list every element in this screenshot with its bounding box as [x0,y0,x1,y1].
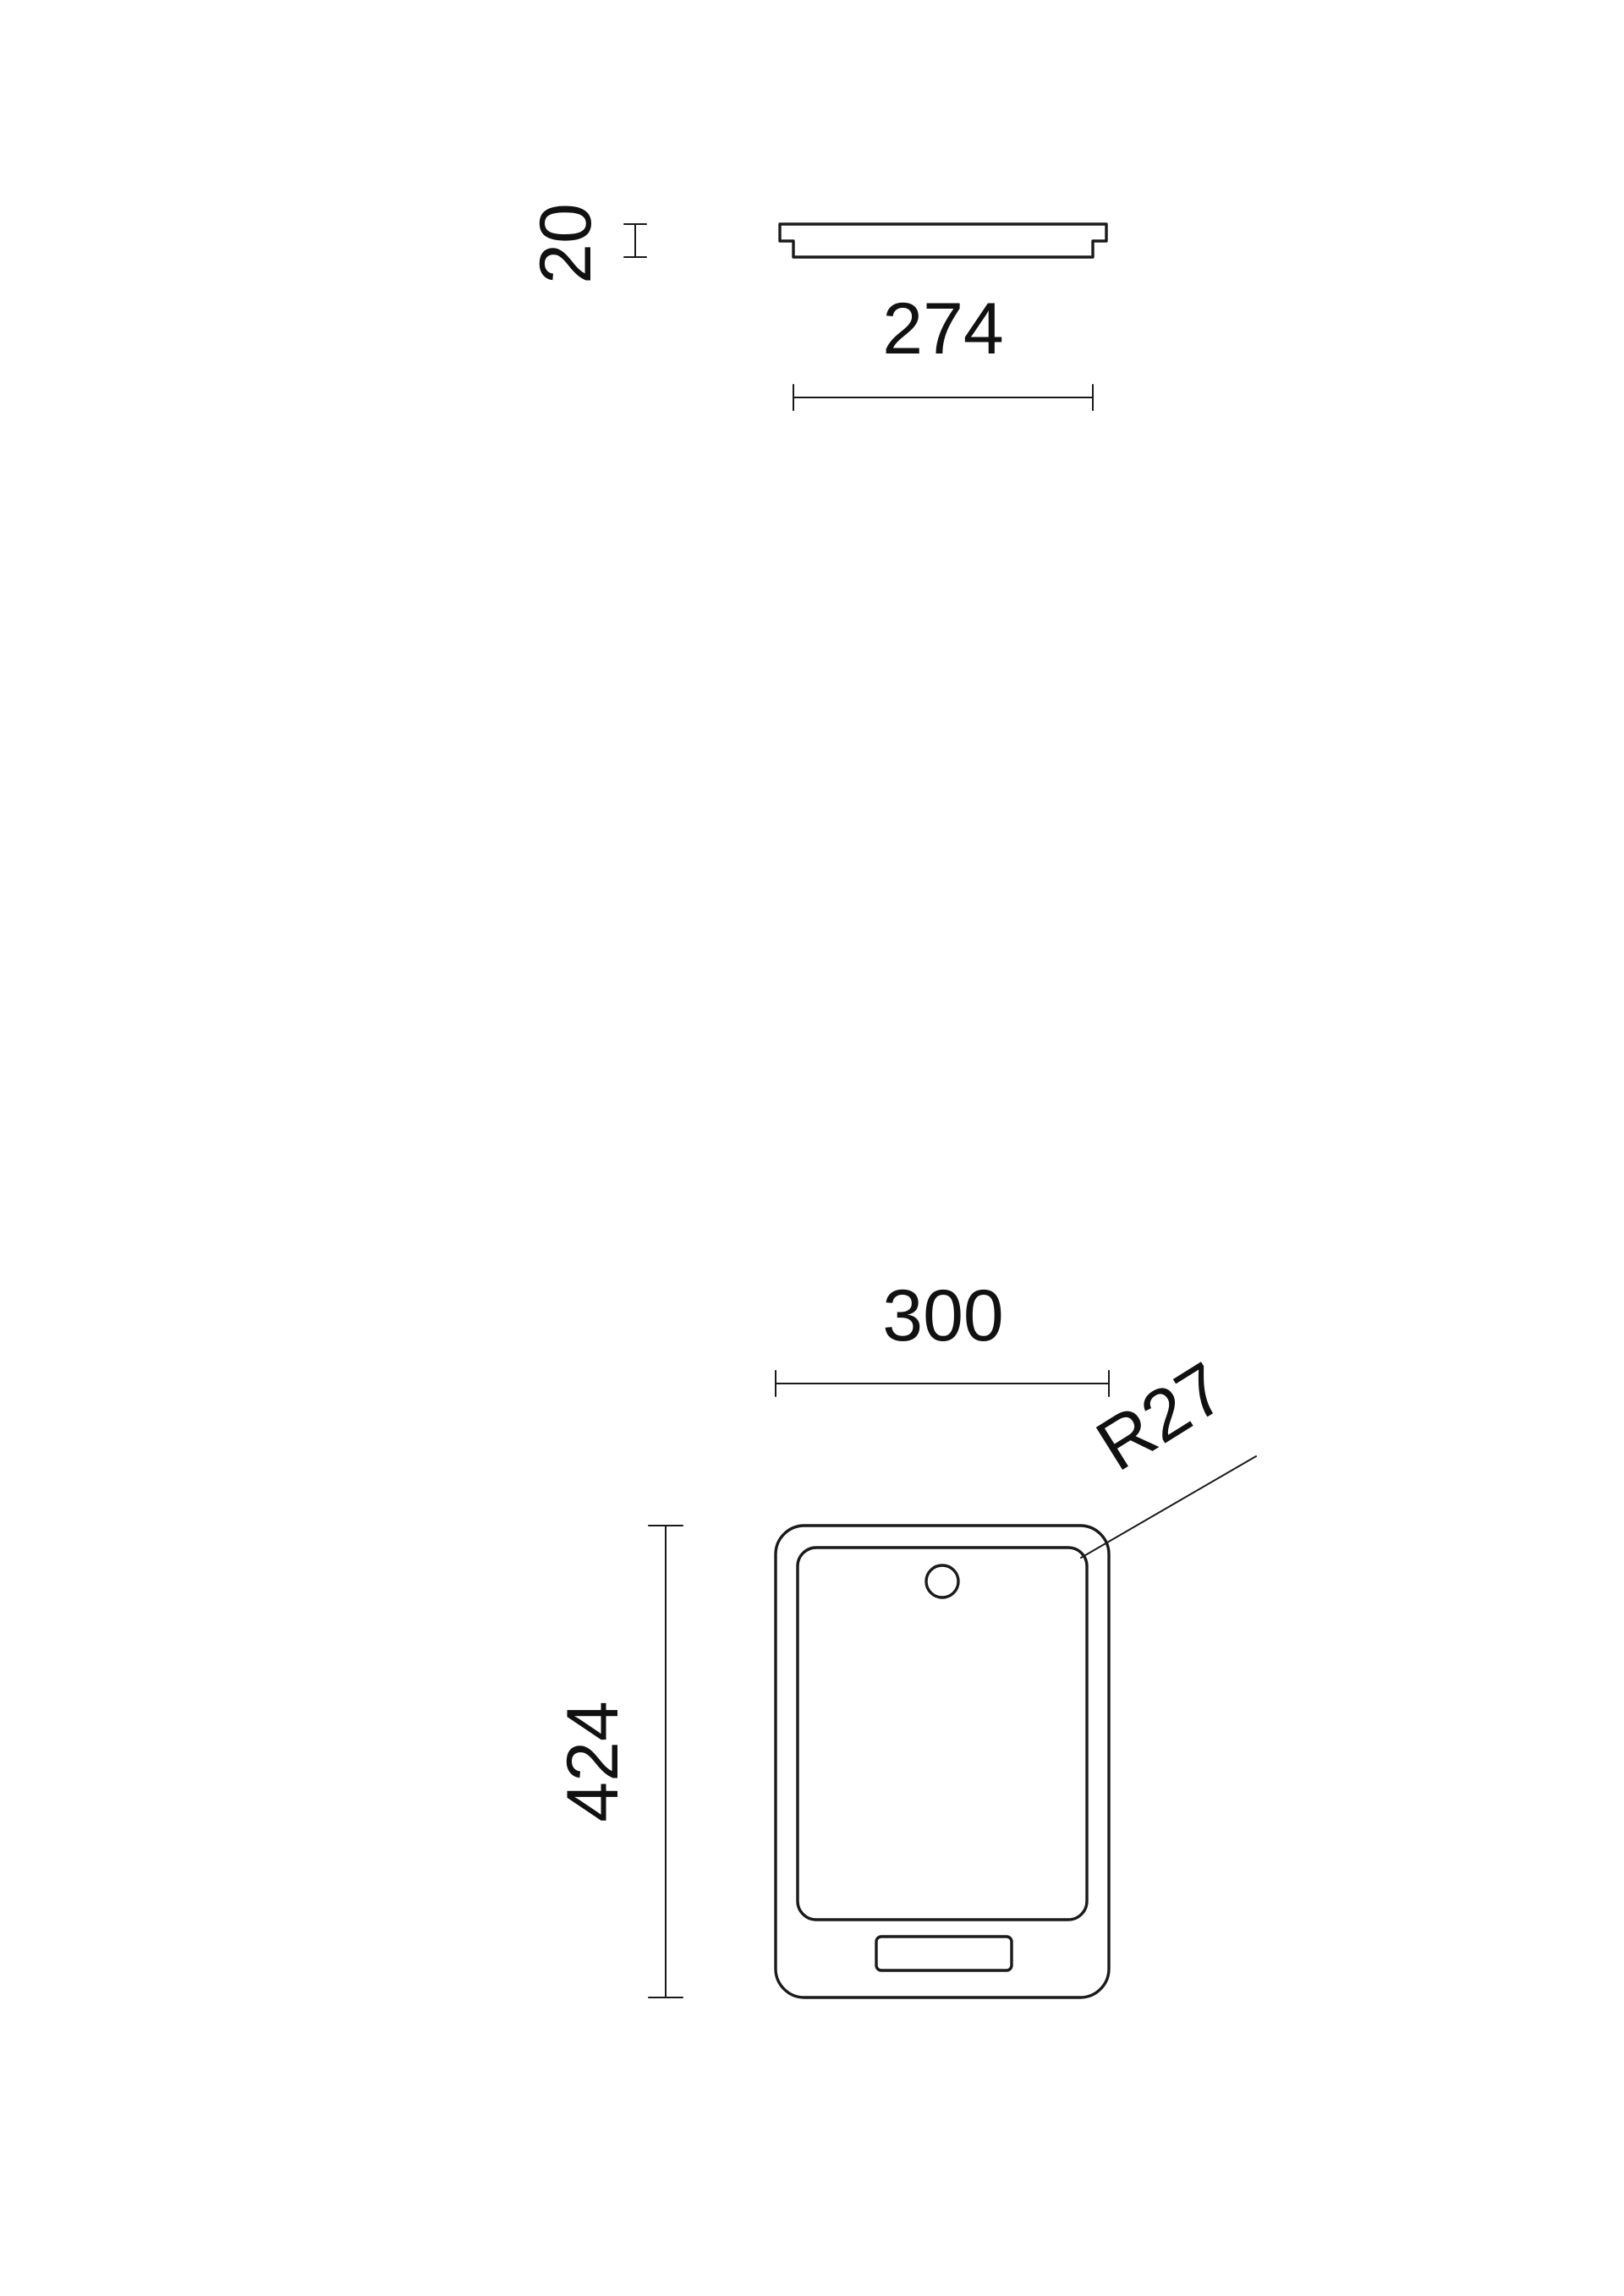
width-dimension-300: 300 [775,1275,1110,1397]
height-label-20: 20 [525,203,606,284]
height-dimension-424: 424 [552,1525,683,1998]
radius-callout-r27: R27 [1080,1347,1257,1559]
radius-leader-line [1080,1455,1257,1559]
height-dimension-20: 20 [525,203,647,284]
width-dimension-274: 274 [793,288,1094,411]
side-view-profile [778,222,1108,259]
top-view: 300 424 R27 [552,1275,1257,1999]
board-groove [796,1546,1089,1921]
radius-label-r27: R27 [1083,1347,1239,1487]
side-view: 20 274 [525,203,1108,411]
width-label-274: 274 [882,288,1004,370]
width-label-300: 300 [882,1275,1004,1356]
handle-slot [875,1935,1013,1972]
height-label-424: 424 [552,1701,634,1822]
hanging-hole [924,1564,960,1599]
board-outline [774,1524,1111,1999]
